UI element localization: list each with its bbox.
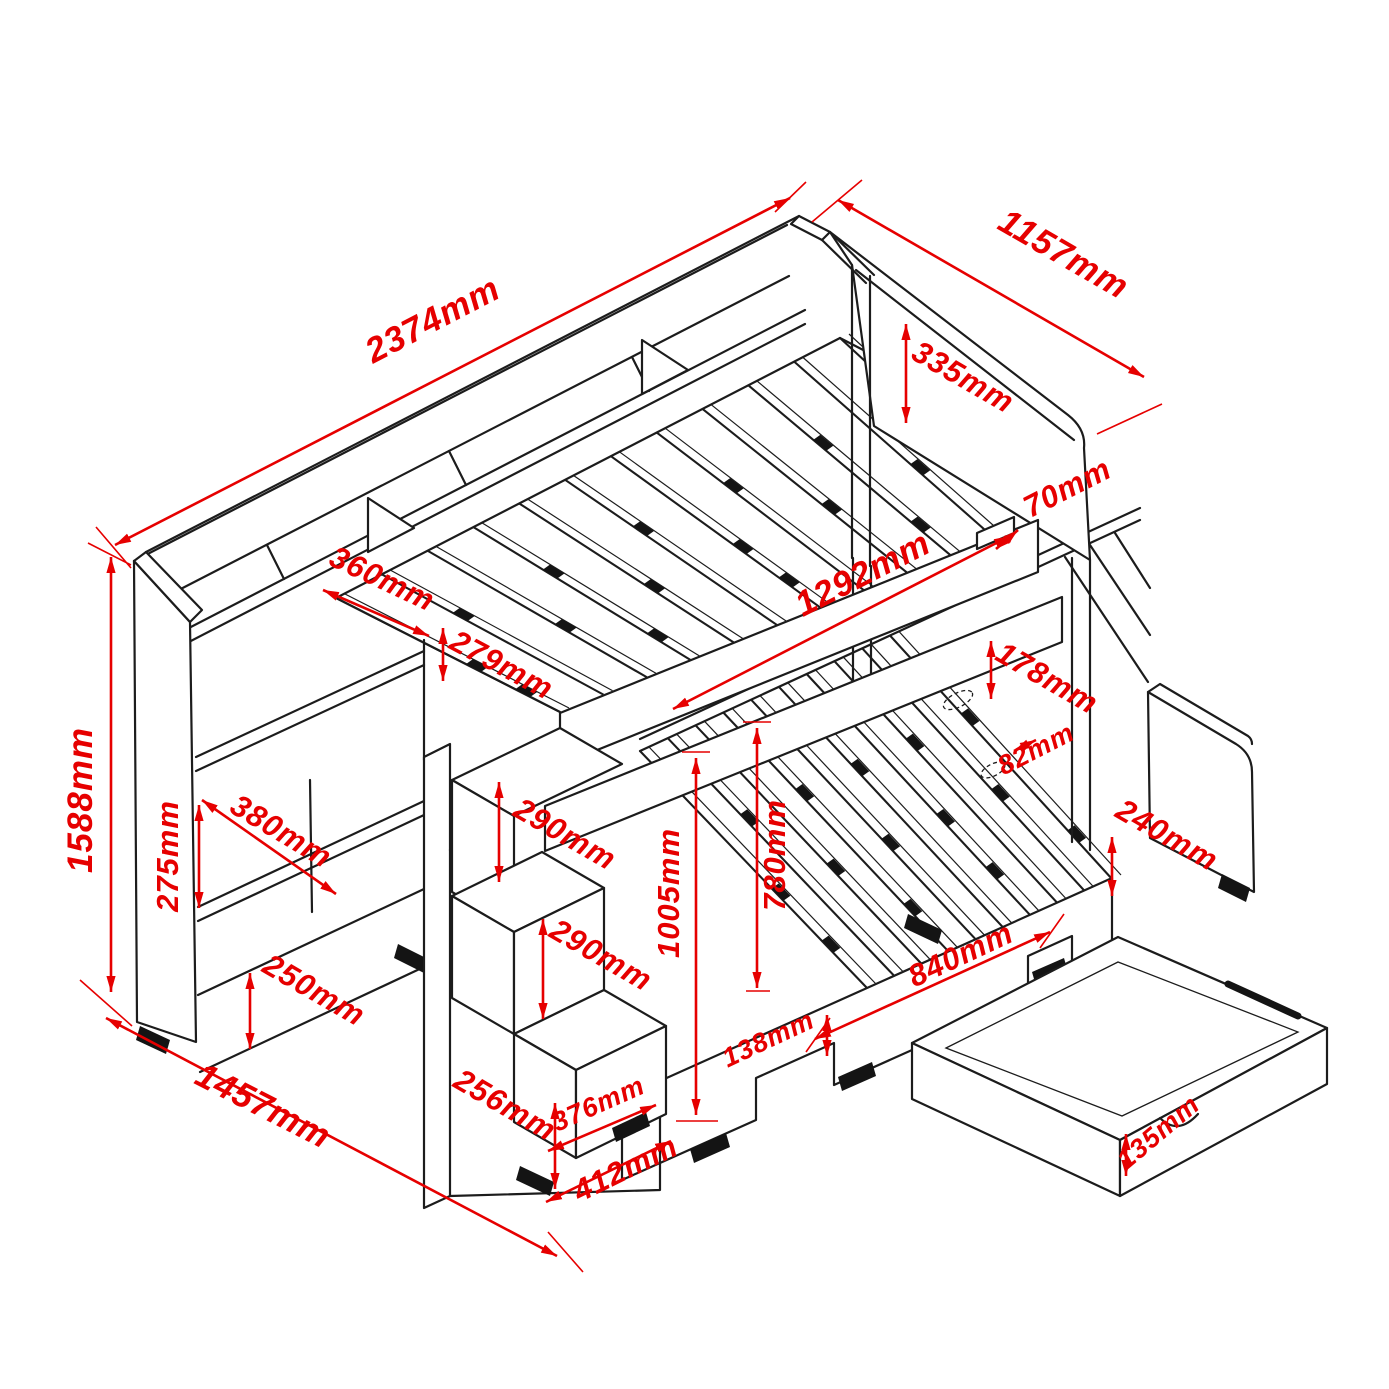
drawer-side: [1118, 1026, 1329, 1198]
slat: [793, 360, 996, 540]
dim-overall-width-arrow: [837, 198, 1145, 379]
dim-label-base-shelf-height: 250mm: [256, 946, 371, 1033]
slat: [482, 522, 700, 657]
shelf-divider-wedge: [366, 496, 416, 554]
dim-label-lower-bed-clearance: 780mm: [757, 799, 792, 911]
slat-gap-mark: [542, 564, 565, 579]
slat-gap-mark: [821, 499, 842, 515]
slat-gap-mark: [813, 434, 834, 451]
slat-gap-mark: [795, 784, 815, 802]
dim-label-overall-height: 1588mm: [61, 727, 100, 873]
dim-label-overall-width: 1157mm: [992, 201, 1136, 307]
dim-overall-depth-arrow: [105, 1016, 558, 1258]
slat-gap-mark: [452, 607, 475, 621]
slat-gap-mark: [905, 733, 925, 752]
slat-gap-mark: [936, 808, 955, 827]
bed-foot: [690, 1133, 730, 1163]
slat-gap-mark: [554, 619, 577, 633]
back-corner-post: [789, 214, 832, 242]
slat-gap-mark: [646, 628, 669, 643]
slat-gap-mark: [903, 898, 923, 917]
dim-grab-slot-arrow: [995, 529, 1019, 550]
dim-label-overall-depth: 1457mm: [189, 1055, 337, 1156]
dim-cubby-width-arrow: [201, 798, 337, 896]
dim-label-shelf-front-height: 279mm: [443, 623, 559, 707]
underbed-drawer: [910, 935, 1329, 1198]
drawer-handle-cutout: [1158, 1112, 1200, 1128]
stair-stringer: [422, 742, 452, 1210]
dim-label-cubby-width: 380mm: [224, 787, 338, 875]
dim-shelf-depth-arrow: [322, 588, 430, 638]
slat: [472, 526, 691, 661]
dim-guard-rail-length-arrow: [672, 534, 1011, 711]
slat-gap-mark: [961, 708, 980, 726]
slat-gap-mark: [991, 784, 1010, 802]
dim-foot-spacing-arrow: [814, 930, 1051, 1041]
slat: [802, 357, 1004, 535]
slat-gap-mark: [643, 579, 665, 594]
slat-gap-mark: [881, 833, 901, 852]
dim-slat-gap-arrow: [1013, 738, 1037, 753]
slat-gap-mark: [910, 459, 931, 476]
dim-label-slat-gap: 82mm: [993, 717, 1080, 781]
slat-gap-mark: [850, 758, 870, 777]
slat-gap-mark: [985, 862, 1005, 880]
dim-bottom-step-width-arrow: [545, 1139, 672, 1204]
dim-label-shelf-depth: 360mm: [324, 539, 440, 618]
fitting-mark: [980, 761, 1006, 779]
slat-gap-mark: [910, 516, 931, 533]
slat: [436, 546, 657, 674]
bed-foot: [838, 1062, 876, 1091]
dim-label-underbunk-clearance: 1005mm: [651, 828, 686, 958]
bed-foot: [904, 914, 942, 944]
bed-foot: [1218, 874, 1250, 902]
slat-gap-mark: [771, 883, 791, 901]
dim-overall-length-arrow: [114, 196, 791, 547]
slat-gap-mark: [826, 858, 846, 876]
lower-bed-foot-panel: [1146, 690, 1256, 894]
slat: [427, 549, 648, 679]
dim-label-cubby-height: 275mm: [150, 800, 185, 913]
slat: [756, 380, 961, 553]
bed-foot: [394, 944, 430, 974]
bed-foot: [516, 1166, 554, 1196]
slat-gap-mark: [515, 684, 538, 697]
slat-gap-mark: [465, 659, 489, 672]
shelf-divider-wedge: [640, 338, 690, 396]
